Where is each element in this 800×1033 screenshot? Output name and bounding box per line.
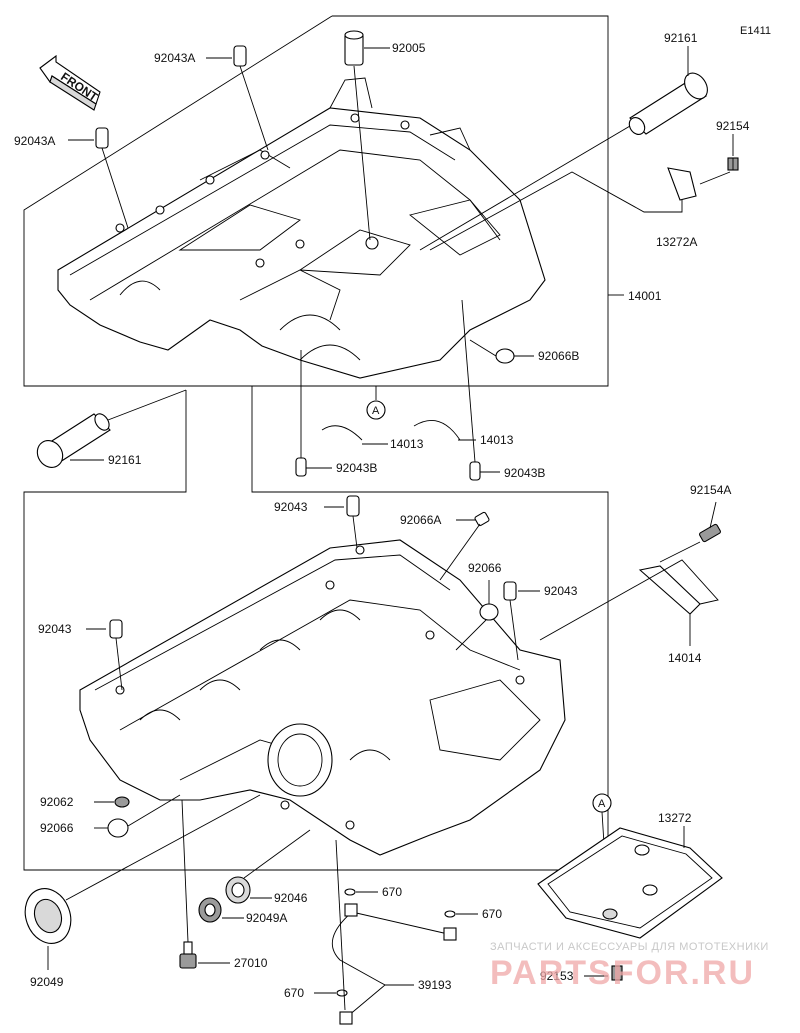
part-label: 92043 bbox=[38, 622, 72, 636]
dowel-pin-icon bbox=[233, 45, 247, 67]
front-arrow-icon: FRONT bbox=[39, 54, 101, 111]
part-label: 92043A bbox=[14, 134, 55, 148]
washer-670-icon bbox=[444, 910, 456, 918]
dowel-pin-icon bbox=[346, 495, 360, 517]
bolt-92154-icon bbox=[727, 157, 739, 171]
upper-crankcase bbox=[57, 77, 546, 379]
part-label: 27010 bbox=[234, 956, 268, 970]
part-label: 13272 bbox=[658, 811, 692, 825]
part-label: 92043B bbox=[336, 461, 377, 475]
washer-670-icon bbox=[336, 989, 348, 997]
plug-92066-left-icon bbox=[107, 818, 129, 838]
part-label: 92066 bbox=[468, 561, 502, 575]
part-label: 92046 bbox=[274, 891, 308, 905]
plug-92066b-icon bbox=[495, 348, 515, 364]
part-label: 92043 bbox=[544, 584, 578, 598]
neutral-switch-27010-icon bbox=[179, 941, 197, 969]
part-label: 92154A bbox=[690, 483, 731, 497]
part-label: 14014 bbox=[668, 651, 702, 665]
bolt-92153-icon bbox=[611, 965, 623, 981]
ref-marker-upper bbox=[366, 400, 386, 420]
plug-92066-icon bbox=[479, 603, 499, 621]
part-label: 92043B bbox=[504, 466, 545, 480]
oil-screen-13272-icon bbox=[537, 827, 723, 939]
upper-group-frame bbox=[23, 15, 609, 387]
part-label: 92161 bbox=[664, 31, 698, 45]
part-label: 13272A bbox=[656, 235, 697, 249]
oil-pipe-39193-icon bbox=[331, 903, 457, 1025]
part-label: 670 bbox=[482, 907, 502, 921]
bolt-92154a-icon bbox=[699, 523, 721, 543]
part-label: 39193 bbox=[418, 978, 452, 992]
part-label: 92161 bbox=[108, 453, 142, 467]
fitting-92005-icon bbox=[344, 30, 364, 66]
part-label: 670 bbox=[284, 986, 304, 1000]
part-label: 14013 bbox=[390, 437, 424, 451]
plate-13272a-icon bbox=[667, 167, 697, 201]
bearing-14013-icon bbox=[321, 425, 363, 441]
bearing-14013-icon bbox=[413, 420, 461, 441]
part-label: 14001 bbox=[628, 289, 662, 303]
diagram-code: E1411 bbox=[740, 25, 771, 37]
part-label: 14013 bbox=[480, 433, 514, 447]
part-label: 92043A bbox=[154, 51, 195, 65]
damper-92161-icon bbox=[36, 413, 111, 468]
lower-group-frame bbox=[23, 386, 609, 871]
part-label: 92066B bbox=[538, 349, 579, 363]
plug-92066a-icon bbox=[474, 511, 490, 527]
svg-text:A: A bbox=[372, 405, 380, 417]
oil-seal-92049a-icon bbox=[198, 897, 222, 923]
watermark-logo: PARTSFOR.RU bbox=[490, 954, 755, 992]
damper-92161-icon bbox=[628, 72, 708, 135]
svg-text:A: A bbox=[598, 798, 606, 810]
part-label: 92062 bbox=[40, 795, 74, 809]
plate-14014-icon bbox=[638, 565, 701, 615]
plug-92062-icon bbox=[114, 796, 130, 808]
part-label: 92043 bbox=[274, 500, 308, 514]
part-label: 92066A bbox=[400, 513, 441, 527]
oil-seal-92049-icon bbox=[24, 888, 72, 944]
dowel-pin-icon bbox=[95, 127, 109, 149]
part-label: 92154 bbox=[716, 119, 750, 133]
part-label: 92005 bbox=[392, 41, 426, 55]
washer-670-icon bbox=[344, 888, 356, 896]
part-label: 670 bbox=[382, 885, 402, 899]
part-label: 92153 bbox=[540, 969, 574, 983]
part-label: 92049A bbox=[246, 911, 287, 925]
dowel-pin-icon bbox=[503, 581, 517, 601]
dowel-pin-icon bbox=[469, 461, 481, 481]
dowel-pin-icon bbox=[295, 457, 307, 477]
watermark-tagline: ЗАПЧАСТИ И АКСЕССУАРЫ ДЛЯ МОТОТЕХНИКИ bbox=[490, 941, 769, 953]
part-label: 92066 bbox=[40, 821, 74, 835]
bearing-92046-icon bbox=[225, 876, 251, 904]
lower-crankcase bbox=[79, 539, 566, 856]
part-label: 92049 bbox=[30, 975, 64, 989]
dowel-pin-icon bbox=[109, 619, 123, 639]
